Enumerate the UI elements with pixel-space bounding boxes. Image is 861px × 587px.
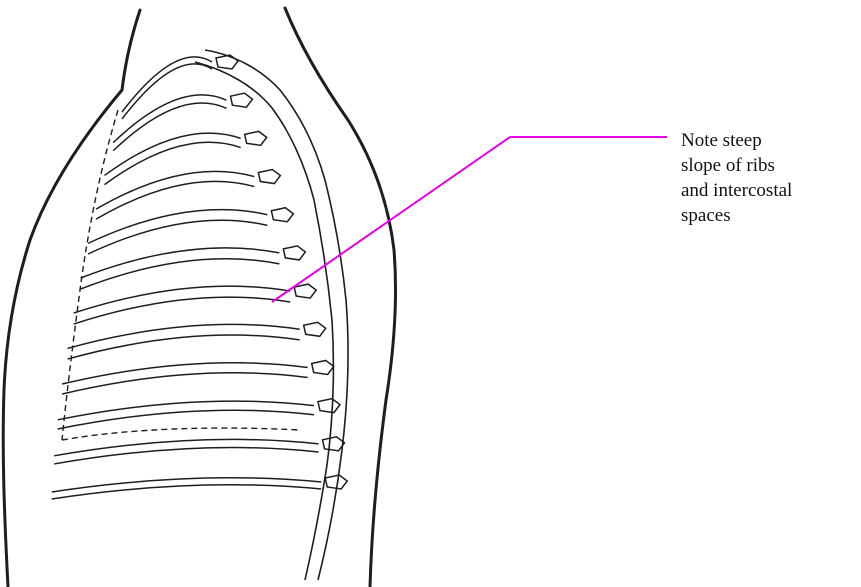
vertebra-4 [258,170,280,184]
leader-line-diagonal [272,137,510,302]
rib-8-lower-edge [67,335,299,359]
rib-1-lower-edge [122,64,212,119]
vertebra-1 [216,55,238,69]
rib-6-upper-edge [81,248,280,278]
vertebra-9 [312,360,334,374]
costal-margin [62,428,300,440]
rib-11-upper-edge [54,439,318,455]
vertebra-3 [245,131,267,145]
vertebra-2 [230,93,252,107]
vertebra-7 [294,284,316,298]
body-outline-left [3,10,140,587]
rib-5-upper-edge [88,210,267,244]
vertebra-8 [304,322,326,336]
vertebra-11 [323,437,345,451]
rib-3-lower-edge [105,142,241,184]
annotation-line-2: slope of ribs [681,153,859,178]
vertebra-5 [271,208,293,222]
leader-line [272,137,667,302]
annotation-line-1: Note steep [681,128,859,153]
vertebral-column [195,50,348,580]
rib-4-upper-edge [96,171,254,209]
vertebral-column-outline [205,50,348,580]
vertebra-6 [283,246,305,260]
costal-cartilage [62,110,300,440]
annotation-line-3: and intercostal [681,178,859,203]
rib-10-upper-edge [58,401,314,420]
annotation-line-4: spaces [681,203,859,228]
vertebra-10 [318,399,340,413]
annotation-text: Note steep slope of ribs and intercostal… [681,128,859,228]
rib-6-lower-edge [81,259,280,289]
rib-12-upper-edge [52,478,321,492]
rib-7-lower-edge [74,297,291,324]
